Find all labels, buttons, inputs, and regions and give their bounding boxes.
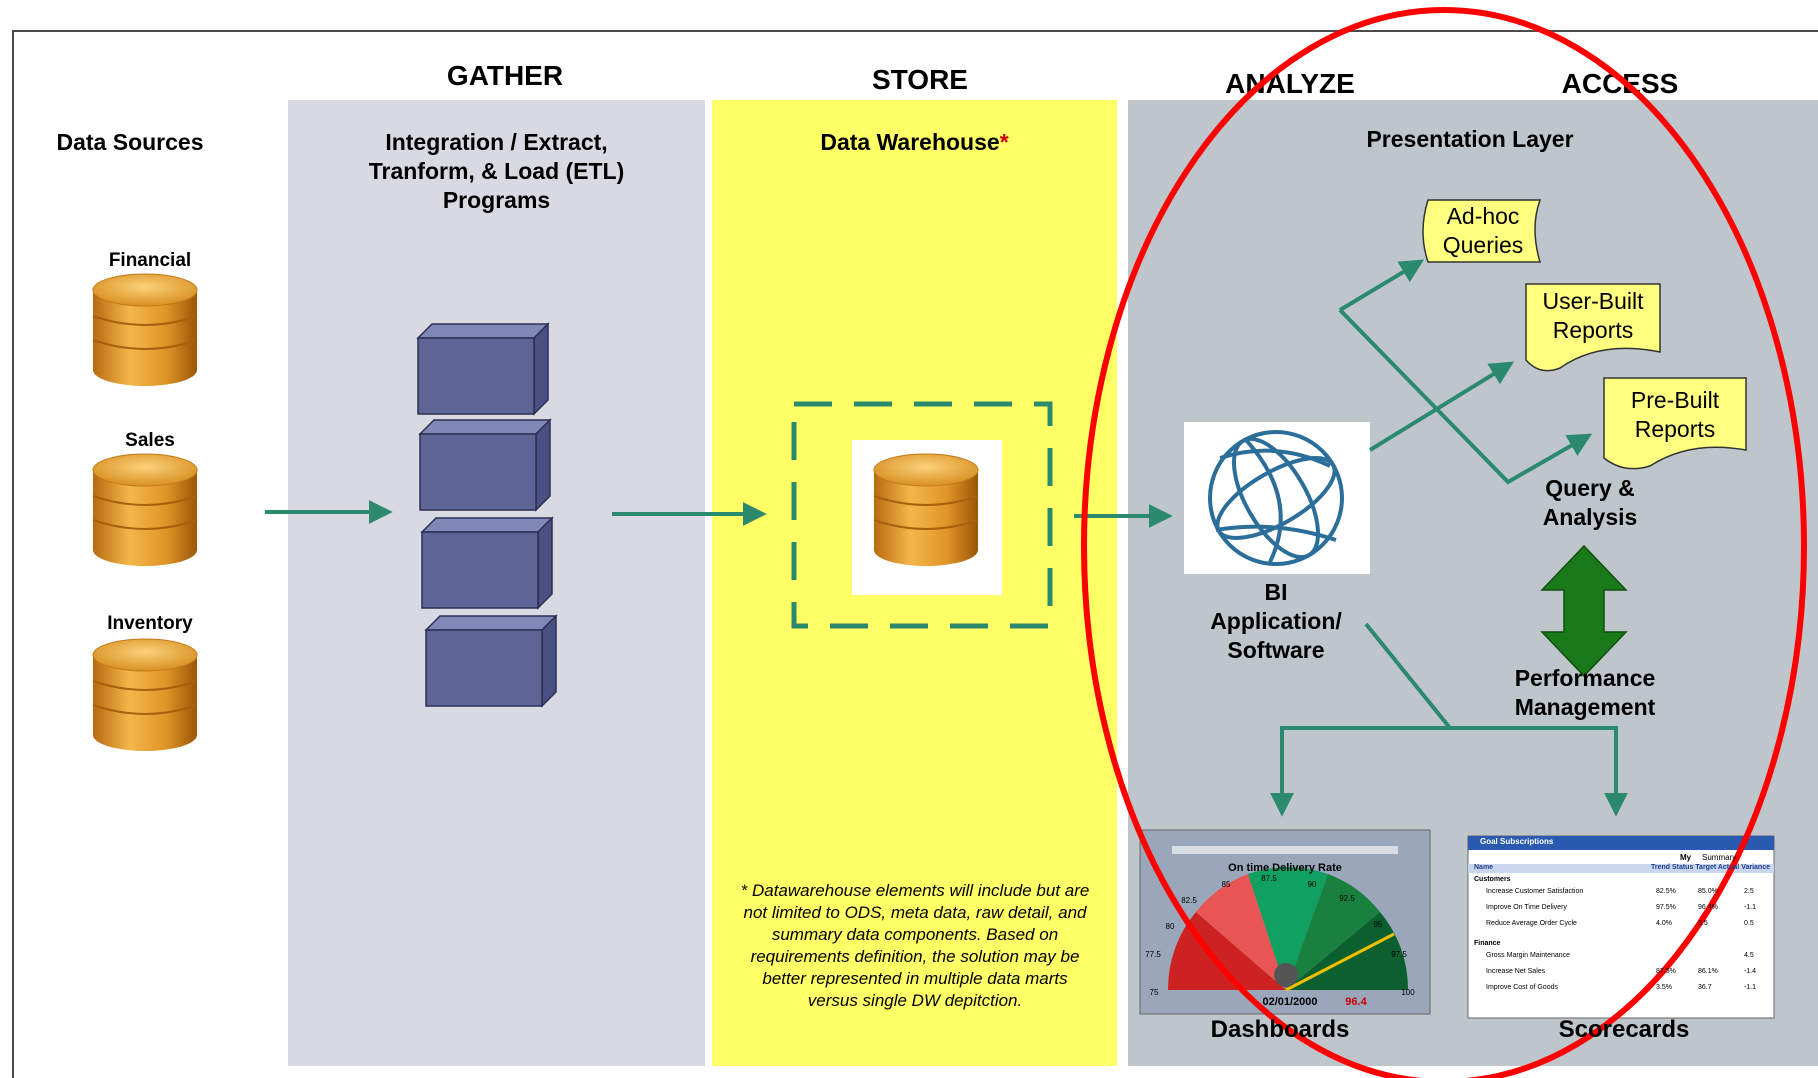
scorecard-thumb-title: Goal Subscriptions xyxy=(1480,837,1554,846)
store-heading: STORE xyxy=(872,64,968,95)
prebuilt-reports-shape xyxy=(1603,377,1747,470)
scorecard-thumbnail xyxy=(1467,835,1775,1019)
diagram-frame xyxy=(12,30,1818,1078)
bi-software-label: BI Application/ Software xyxy=(1210,579,1342,663)
presentation-layer-title: Presentation Layer xyxy=(1366,126,1574,152)
scorecard-thumb-group-customers: Customers xyxy=(1474,876,1511,883)
scorecard-thumb-my-value: Summary xyxy=(1702,853,1737,862)
userbuilt-reports-label: User-Built Reports xyxy=(1542,288,1644,343)
scorecard-thumb-cols-header: Trend Status Target Actual Variance xyxy=(1650,864,1770,871)
query-analysis-label: Query & Analysis xyxy=(1542,475,1638,530)
table-row: Improve Cost of Goods 3.5% 36.7 -1.1 xyxy=(1486,984,1757,991)
dashboards-label: Dashboards xyxy=(1210,1016,1350,1043)
source-inventory-label: Inventory xyxy=(107,613,193,634)
etl-block-2 xyxy=(419,419,551,511)
table-row: Reduce Average Order Cycle 4.0% 3.5 0.5 xyxy=(1486,920,1754,927)
double-arrow-icon xyxy=(1540,544,1628,678)
warehouse-asterisk: * xyxy=(999,129,1009,155)
etl-block-3 xyxy=(421,517,553,609)
adhoc-queries-label: Ad-hoc Queries xyxy=(1442,203,1524,258)
scorecard-thumb-group-finance: Finance xyxy=(1474,940,1501,947)
arrow-bi-to-scorecards xyxy=(1450,726,1628,817)
sales-db-icon xyxy=(92,453,198,567)
etl-block-1 xyxy=(417,323,549,415)
table-row: Increase Net Sales 87.5% 86.1% -1.4 xyxy=(1486,968,1757,975)
source-financial-label: Financial xyxy=(108,250,192,271)
dashboard-thumb-date: 02/01/2000 xyxy=(1262,996,1318,1008)
warehouse-db-icon xyxy=(873,453,979,567)
performance-management-label: Performance Management xyxy=(1514,665,1656,720)
data-sources-title: Data Sources xyxy=(56,129,204,155)
adhoc-queries-shape xyxy=(1422,199,1542,263)
inventory-db-icon xyxy=(92,638,198,752)
access-heading: ACCESS xyxy=(1561,68,1679,99)
etl-title: Integration / Extract, Tranform, & Load … xyxy=(368,129,625,213)
gather-heading: GATHER xyxy=(446,60,564,91)
arrow-to-adhoc xyxy=(1338,259,1425,312)
warehouse-footnote: * Datawarehouse elements will include bu… xyxy=(740,881,1090,1010)
arrow-to-prebuilt xyxy=(1338,308,1593,485)
arrow-bi-to-userbuilt xyxy=(1368,361,1515,452)
source-sales-label: Sales xyxy=(125,430,175,451)
warehouse-dashed-box xyxy=(791,401,1053,629)
highlight-ellipse xyxy=(1081,7,1807,1078)
table-row: Increase Customer Satisfaction 82.5% 85.… xyxy=(1486,888,1754,895)
dashboard-thumb-title: On time Delivery Rate xyxy=(1228,862,1342,874)
scorecard-thumb-my-label: My xyxy=(1680,853,1692,862)
userbuilt-reports-shape xyxy=(1525,283,1661,372)
financial-db-icon xyxy=(92,273,198,387)
table-row: Improve On Time Delivery 97.5% 96.4% -1.… xyxy=(1486,904,1757,911)
prebuilt-reports-label: Pre-Built Reports xyxy=(1630,387,1720,442)
etl-block-4 xyxy=(425,615,557,707)
arrow-bi-to-dashboards xyxy=(1270,622,1455,817)
scorecard-thumb-name-header: Name xyxy=(1474,864,1494,871)
scorecards-label: Scorecards xyxy=(1558,1016,1690,1043)
data-warehouse-title: Data Warehouse* xyxy=(820,129,1009,155)
dashboard-thumb-value: 96.4 xyxy=(1345,996,1367,1008)
table-row: Gross Margin Maintenance 4.5 xyxy=(1486,952,1754,959)
bi-globe-icon xyxy=(1208,430,1344,566)
